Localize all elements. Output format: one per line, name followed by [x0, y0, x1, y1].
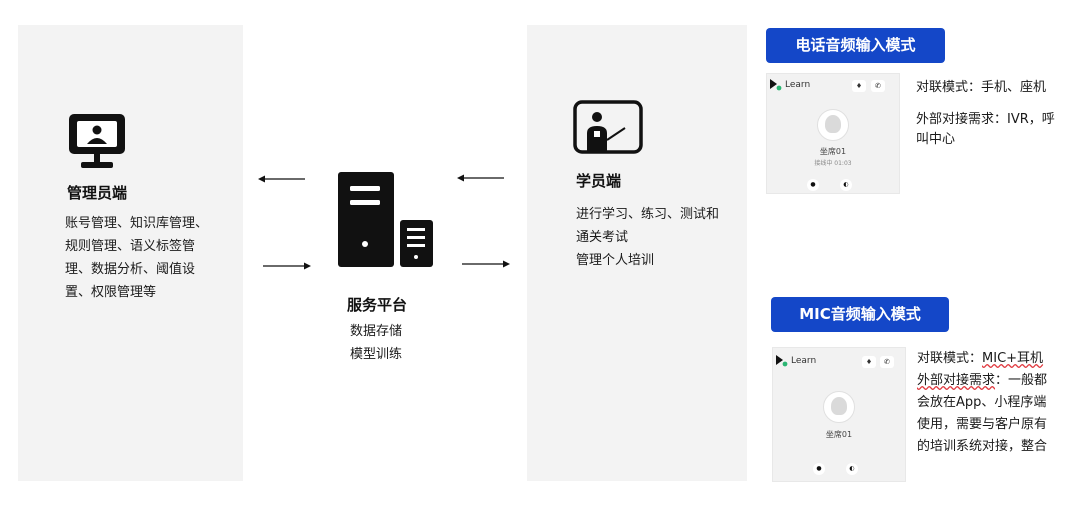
- platform-title: 服务平台: [347, 296, 408, 314]
- mic-mode-desc-line: 使用，需要与客户原有: [917, 417, 1048, 432]
- mic-icon: ♦: [862, 356, 876, 368]
- phone-mode-desc: 对联模式：手机、座机 外部对接需求：IVR，呼 叫中心: [916, 78, 1066, 150]
- logo-icon: [770, 79, 782, 91]
- phone-mode-desc-line: 外部对接需求：IVR，呼: [916, 112, 1055, 127]
- phone-icon: ✆: [880, 356, 894, 368]
- student-desc-line: 进行学习、练习、测试和: [576, 207, 720, 222]
- mock-status: 接线中 01:03: [814, 160, 852, 167]
- mock-seat: 坐席01: [819, 147, 847, 156]
- student-desc: 进行学习、练习、测试和 通关考试 管理个人培训: [576, 203, 746, 272]
- logo-icon: [776, 355, 788, 367]
- user-icon: ●: [807, 179, 819, 191]
- admin-panel: [18, 25, 243, 481]
- avatar: [823, 391, 855, 423]
- monitor-user-icon: [69, 114, 125, 168]
- admin-desc-line: 置、权限管理等: [65, 285, 157, 300]
- mic-mode-desc-need: 外部对接需求: [917, 373, 996, 388]
- arrow-left-icon: [258, 175, 305, 183]
- mic-mode-desc-line: 会放在App、小程序端: [917, 395, 1047, 410]
- arrow-right-icon: [462, 260, 510, 268]
- phone-mode-desc-line: 对联模式：手机、座机: [916, 80, 1047, 95]
- server-icon: [338, 172, 433, 267]
- student-title: 学员端: [576, 172, 622, 190]
- mic-icon: ♦: [852, 80, 866, 92]
- student-desc-line: 管理个人培训: [576, 253, 655, 268]
- arrow-left-icon: [457, 174, 504, 182]
- mic-mode-desc-device: MIC+耳机: [982, 351, 1044, 366]
- avatar: [817, 109, 849, 141]
- mic-mode-desc: 对联模式：MIC+耳机 外部对接需求：一般都 会放在App、小程序端 使用，需要…: [917, 348, 1072, 458]
- platform-desc-line: 数据存储: [350, 324, 403, 339]
- hangup-icon: ◐: [846, 463, 858, 475]
- platform-desc-line: 模型训练: [350, 347, 403, 362]
- mock-seat: 坐席01: [825, 430, 853, 439]
- phone-icon: ✆: [871, 80, 885, 92]
- phone-mode-desc-line: 叫中心: [916, 132, 956, 147]
- mic-mode-desc-line-1: 对联模式：MIC+耳机: [917, 348, 1072, 370]
- admin-desc-line: 规则管理、语义标签管: [65, 239, 196, 254]
- mic-mode-desc-prefix: 对联模式：: [917, 351, 983, 366]
- mic-mode-desc-line-2: 外部对接需求：一般都: [917, 370, 1072, 392]
- admin-desc-line: 账号管理、知识库管理、: [65, 216, 209, 231]
- hangup-icon: ◐: [840, 179, 852, 191]
- phone-mode-label: 电话音频输入模式: [766, 28, 945, 63]
- mock-brand: Learn: [791, 356, 817, 366]
- classroom-icon: [573, 100, 643, 154]
- mic-mode-screenshot: Learn ♦ ✆ 坐席01 ● ◐: [772, 347, 906, 482]
- mic-mode-desc-line: 的培训系统对接，整合: [917, 439, 1048, 454]
- admin-desc: 账号管理、知识库管理、 规则管理、语义标签管 理、数据分析、阈值设 置、权限管理…: [65, 212, 235, 304]
- mock-brand: Learn: [785, 80, 811, 90]
- admin-desc-line: 理、数据分析、阈值设: [65, 262, 196, 277]
- mic-mode-label: MIC音频输入模式: [771, 297, 949, 332]
- mic-mode-desc-rest: ：一般都: [995, 373, 1048, 388]
- user-icon: ●: [813, 463, 825, 475]
- platform-desc: 数据存储 模型训练: [350, 320, 402, 366]
- arrow-right-icon: [263, 262, 311, 270]
- student-desc-line: 通关考试: [576, 230, 629, 245]
- phone-mode-screenshot: Learn ♦ ✆ 坐席01 接线中 01:03 ● ◐: [766, 73, 900, 194]
- admin-title: 管理员端: [67, 184, 128, 202]
